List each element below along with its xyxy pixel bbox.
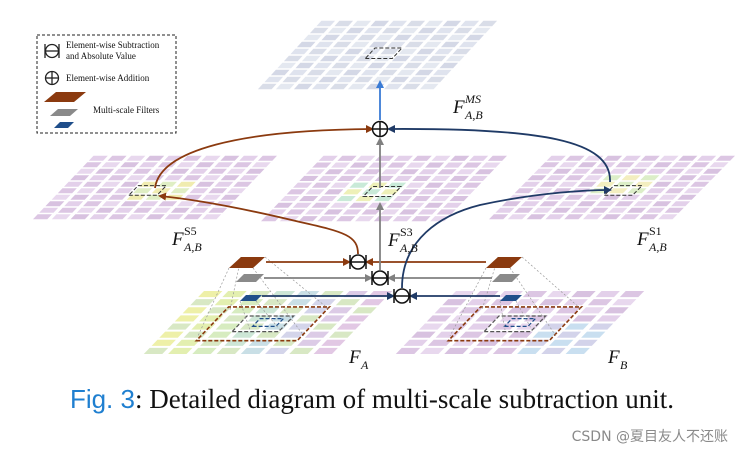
filters-fa: [229, 257, 265, 301]
fa-filter-medium: [236, 274, 264, 282]
subtraction-op-gray: [371, 270, 389, 286]
label-ms-main: F: [452, 97, 465, 118]
feature-map-fb: [395, 291, 645, 354]
legend-subtraction-line2: and Absolute Value: [66, 51, 136, 61]
label-s5-sub: A,B: [183, 240, 202, 254]
connectors: [154, 80, 612, 300]
label-ms-sub: A,B: [464, 108, 483, 122]
label-s3-sub: A,B: [399, 241, 418, 255]
feature-map-fa: [143, 291, 393, 354]
legend-addition-label: Element-wise Addition: [66, 73, 150, 83]
label-s3-sup: S3: [400, 225, 413, 239]
label-fa-main: F: [348, 347, 361, 368]
arrow-s5-to-add: [154, 125, 374, 189]
legend-filter-medium: [50, 109, 78, 116]
label-s1-sup: S1: [649, 224, 662, 238]
figure-caption: Fig. 3: Detailed diagram of multi-scale …: [0, 384, 744, 415]
subtraction-op-navy: [393, 288, 411, 304]
legend-filter-small: [54, 122, 74, 128]
label-s1-main: F: [636, 229, 649, 250]
label-fb-main: F: [607, 347, 620, 368]
addition-op: [371, 120, 389, 138]
caption-text: : Detailed diagram of multi-scale subtra…: [134, 384, 675, 414]
label-ms-sup: MS: [464, 92, 481, 106]
subtraction-icon: [44, 43, 60, 59]
feature-map-s1: [489, 155, 735, 220]
watermark: CSDN @夏目友人不还账: [571, 429, 728, 445]
arrow-brown-to-s5: [158, 192, 359, 255]
legend-filters-label: Multi-scale Filters: [93, 105, 160, 115]
figure-number: Fig. 3: [69, 384, 135, 414]
fb-filter-small: [500, 295, 522, 301]
fa-filter-small: [240, 295, 262, 301]
subtraction-op-brown: [349, 254, 367, 270]
fb-filter-large: [486, 257, 522, 268]
label-s1-sub: A,B: [648, 240, 667, 254]
label-s5-main: F: [171, 229, 184, 250]
legend-subtraction-line1: Element-wise Subtraction: [66, 40, 160, 50]
addition-icon: [44, 70, 60, 86]
feature-map-ms: [257, 20, 498, 90]
label-s5-sup: S5: [184, 224, 197, 238]
filters-fb: [486, 257, 522, 301]
label-fb-sub: B: [620, 358, 628, 372]
legend-box: Element-wise Subtraction and Absolute Va…: [36, 34, 177, 134]
arrow-navy-to-s1: [401, 186, 612, 289]
feature-map-s5: [33, 155, 277, 220]
feature-map-s3: [261, 155, 507, 222]
label-fa-sub: A: [360, 358, 369, 372]
fa-filter-large: [229, 257, 265, 268]
arrow-s1-to-add: [387, 124, 611, 183]
legend-filter-large: [44, 92, 86, 102]
label-s3-main: F: [387, 230, 400, 251]
fb-filter-medium: [492, 274, 520, 282]
